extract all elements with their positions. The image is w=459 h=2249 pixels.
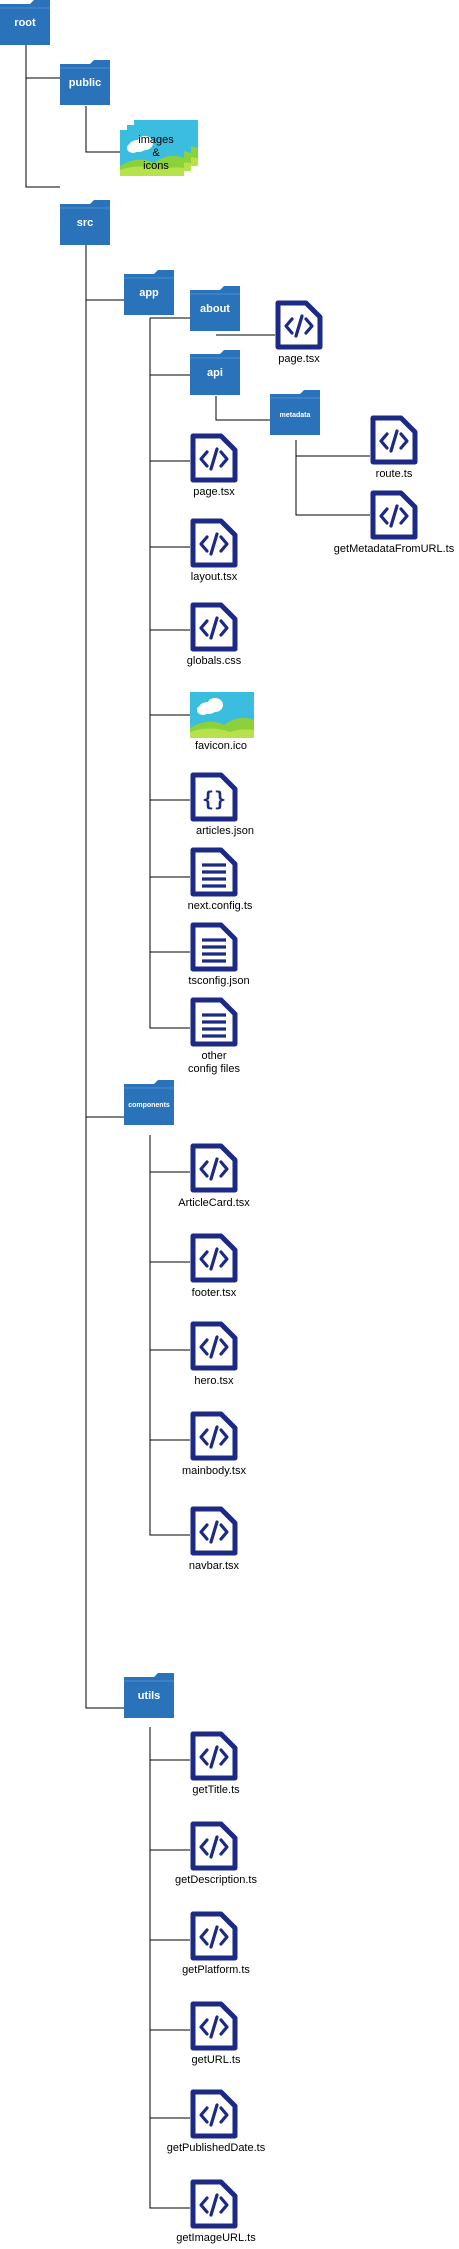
file-label: getTitle.ts [192,1784,240,1796]
code-file-icon [193,1914,235,1958]
file-label: layout.tsx [191,571,238,583]
code-file-icon [193,521,235,565]
file-layout[interactable]: layout.tsx [191,521,238,583]
images-label-line3: icons [143,160,169,172]
favicon-image-icon [190,692,254,738]
file-label: page.tsx [193,486,235,498]
file-get-metadata[interactable]: getMetadataFromURL.ts [334,493,455,555]
file-label: hero.tsx [194,1375,234,1387]
text-file-icon [193,850,235,894]
code-file-icon [373,493,415,537]
file-get-published-date[interactable]: getPublishedDate.ts [167,2092,266,2154]
folder-public[interactable]: public [59,59,111,106]
file-label: tsconfig.json [188,975,249,987]
file-label: ArticleCard.tsx [178,1197,250,1209]
folder-components[interactable]: components [123,1079,175,1126]
code-file-icon [278,303,320,347]
connector-lines [25,45,370,2209]
code-file-icon [193,1414,235,1458]
folder-metadata-label: metadata [280,412,311,419]
file-route[interactable]: route.ts [373,418,415,480]
file-get-image-url[interactable]: getImageURL.ts [176,2182,256,2244]
file-favicon[interactable]: favicon.ico [190,692,254,752]
file-label: footer.tsx [192,1287,237,1299]
code-file-icon [193,436,235,480]
file-get-title[interactable]: getTitle.ts [192,1734,240,1796]
file-hero[interactable]: hero.tsx [193,1324,235,1387]
file-mainbody[interactable]: mainbody.tsx [182,1414,246,1477]
file-label-line2: config files [188,1063,240,1075]
file-label: favicon.ico [195,740,247,752]
file-articles[interactable]: articles.json [193,775,254,837]
file-get-url[interactable]: getURL.ts [192,2004,241,2066]
file-label-line1: other [201,1050,226,1062]
images-label-line2: & [152,147,160,159]
folder-utils-label: utils [138,1690,161,1702]
folder-src[interactable]: src [59,199,111,246]
folder-public-label: public [69,77,101,89]
file-label: page.tsx [278,353,320,365]
code-file-icon [373,418,415,462]
code-file-icon [193,2182,235,2226]
folder-src-label: src [77,217,94,229]
folder-about-label: about [200,303,230,315]
folder-components-label: components [128,1102,170,1109]
file-navbar[interactable]: navbar.tsx [189,1509,240,1572]
file-next-config[interactable]: next.config.ts [188,850,253,912]
file-get-platform[interactable]: getPlatform.ts [182,1914,250,1976]
file-globals[interactable]: globals.css [187,605,242,667]
folder-api[interactable]: api [189,349,241,396]
code-file-icon [193,2092,235,2136]
file-label: getImageURL.ts [176,2232,256,2244]
code-file-icon [193,605,235,649]
code-file-icon [193,1734,235,1778]
file-article-card[interactable]: ArticleCard.tsx [178,1146,250,1209]
file-label: getPlatform.ts [182,1964,250,1976]
json-file-icon [193,775,235,819]
folder-about[interactable]: about [189,285,241,332]
code-file-icon [193,1236,235,1280]
file-label: next.config.ts [188,900,253,912]
code-file-icon [193,2004,235,2048]
folder-utils[interactable]: utils [123,1672,175,1719]
file-get-description[interactable]: getDescription.ts [175,1824,257,1886]
file-page[interactable]: page.tsx [193,436,235,498]
file-other-config[interactable]: other config files [188,1000,240,1075]
file-label: getURL.ts [192,2054,241,2066]
file-label: globals.css [187,655,242,667]
file-label: mainbody.tsx [182,1465,246,1477]
file-label: getPublishedDate.ts [167,2142,266,2154]
folder-app[interactable]: app [123,269,175,316]
code-file-icon [193,1324,235,1368]
folder-root[interactable]: root [0,0,51,46]
images-label-line1: images [138,134,174,146]
code-file-icon [193,1146,235,1190]
file-label: getDescription.ts [175,1874,257,1886]
folder-app-label: app [139,287,159,299]
folder-root-label: root [14,17,36,29]
images-and-icons[interactable]: images & icons [120,120,198,176]
text-file-icon [193,1000,235,1044]
text-file-icon [193,925,235,969]
file-footer[interactable]: footer.tsx [192,1236,237,1299]
code-file-icon [193,1824,235,1868]
code-file-icon [193,1509,235,1553]
file-tsconfig[interactable]: tsconfig.json [188,925,250,987]
file-label: articles.json [196,825,254,837]
file-label: navbar.tsx [189,1560,240,1572]
file-label: route.ts [376,468,413,480]
file-about-page[interactable]: page.tsx [278,303,320,365]
file-label: getMetadataFromURL.ts [334,543,455,555]
folder-metadata[interactable]: metadata [269,389,321,436]
folder-api-label: api [207,367,223,379]
